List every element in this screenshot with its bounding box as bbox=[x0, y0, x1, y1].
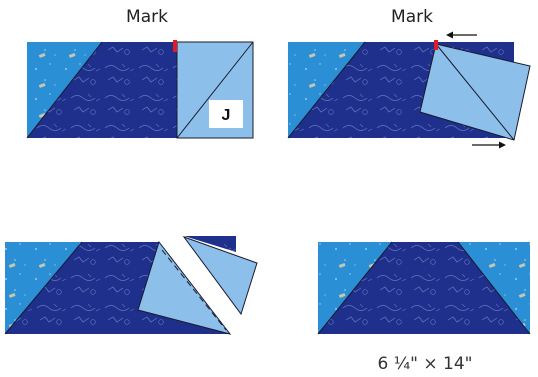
diagonal-seam bbox=[287, 41, 366, 139]
mark-label: Mark bbox=[126, 7, 168, 27]
step-3 bbox=[4, 235, 258, 335]
finished-size-label: 6 ¼" × 14" bbox=[377, 354, 472, 374]
right-diagonal-seam bbox=[457, 241, 531, 335]
diagonal-seam bbox=[26, 41, 103, 139]
step-2: Mark bbox=[287, 7, 531, 149]
step-4: 6 ¼" × 14" bbox=[317, 241, 531, 374]
sewn-triangle bbox=[137, 240, 232, 335]
step-1: Mark J bbox=[26, 7, 254, 139]
dashed-stitch-line bbox=[161, 249, 227, 331]
piece-label-box bbox=[209, 100, 243, 128]
red-mark bbox=[434, 40, 438, 50]
left-diagonal-seam bbox=[317, 241, 393, 335]
arrow-left-icon bbox=[446, 31, 477, 39]
trimmed-navy-triangle bbox=[184, 236, 236, 252]
piece-letter: J bbox=[222, 107, 231, 124]
mark-label: Mark bbox=[391, 7, 433, 27]
red-mark bbox=[173, 40, 177, 52]
arrow-right-icon bbox=[472, 141, 506, 149]
trimmed-light-blue-triangle bbox=[182, 235, 258, 316]
diagonal-seam bbox=[4, 241, 83, 335]
square-diagonal-line bbox=[176, 41, 254, 139]
square-diagonal-line bbox=[435, 43, 515, 141]
